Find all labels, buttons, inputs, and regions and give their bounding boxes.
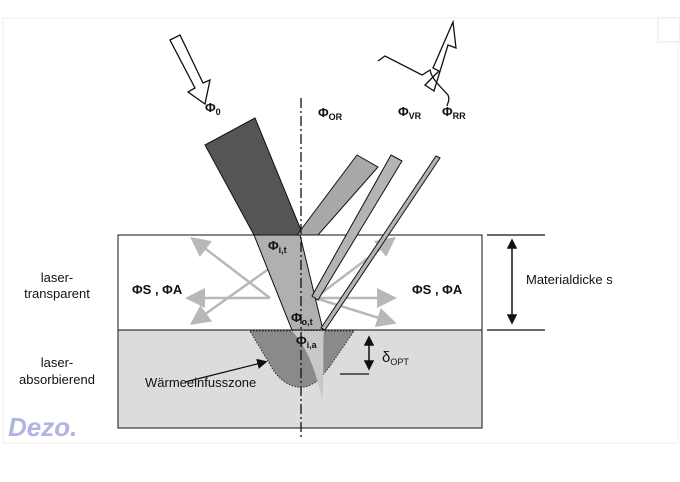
absorbed-beam	[292, 331, 324, 400]
label-layer-top-1: laser-	[41, 270, 74, 285]
heat-zone-pointer	[184, 358, 268, 383]
label-phi-ia: Φi,a	[296, 333, 318, 350]
beam-rr	[320, 155, 441, 331]
label-phi-it: Φi,t	[268, 238, 287, 255]
label-layer-bottom-2: absorbierend	[19, 372, 95, 387]
brace	[377, 55, 450, 107]
beam-vr	[311, 154, 403, 301]
incident-arrow-icon	[169, 34, 211, 106]
label-scatter-left: ΦS , ΦA	[132, 282, 183, 297]
heat-affected-zone	[249, 330, 355, 388]
label-phi-or: ΦOR	[318, 105, 343, 122]
label-phi0: Φ0	[205, 100, 221, 117]
transmitted-beam	[253, 234, 324, 331]
watermark-logo: Dezo.	[8, 412, 77, 442]
label-layer-top-2: transparent	[24, 286, 90, 301]
label-phi-rr: ΦRR	[442, 104, 466, 121]
reflected-arrow-icon	[423, 19, 457, 93]
scatter-arrows	[185, 236, 397, 328]
corner-box	[657, 17, 680, 43]
label-phi-ot: Φo,t	[291, 310, 313, 327]
label-heat-zone: Wärmeeinfusszone	[145, 375, 256, 390]
label-scatter-right: ΦS , ΦA	[412, 282, 463, 297]
beam-or	[296, 154, 379, 236]
label-phi-vr: ΦVR	[398, 104, 422, 121]
label-thickness: Materialdicke s	[526, 272, 613, 287]
label-delta: δOPT	[382, 349, 409, 367]
label-layer-bottom-1: laser-	[41, 355, 74, 370]
